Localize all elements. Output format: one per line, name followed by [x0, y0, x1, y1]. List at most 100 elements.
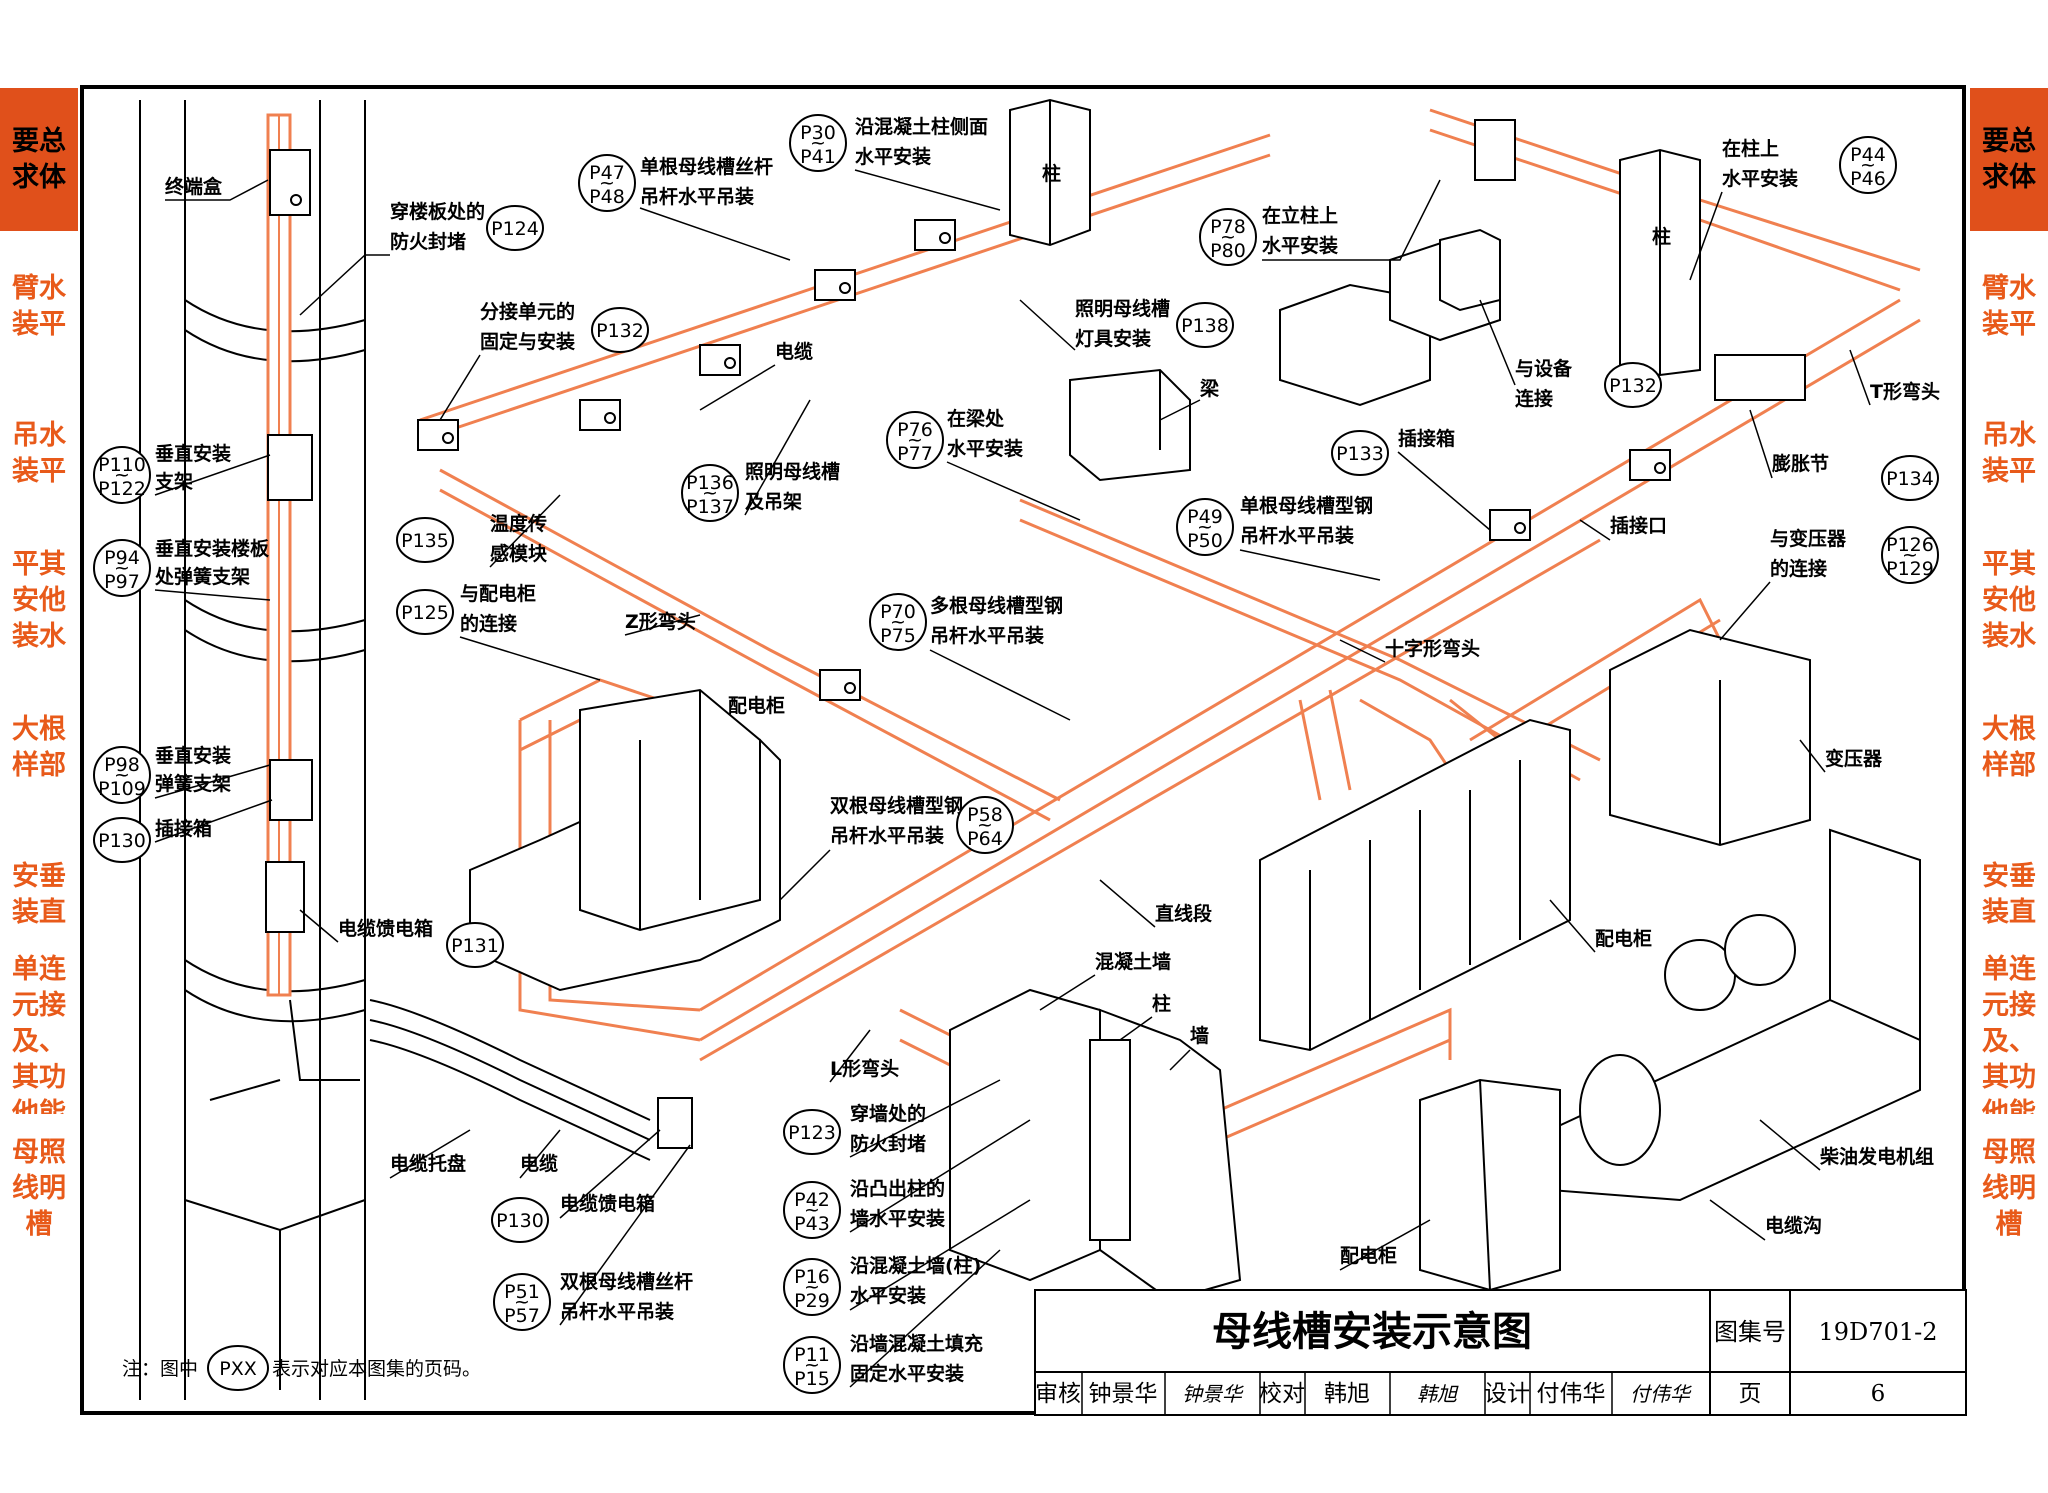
right-tab-7[interactable]: 单连 元接 及、 其功 他能	[1970, 954, 2048, 1129]
left-tab-8[interactable]: 母照 线明 槽	[0, 1114, 78, 1260]
label-vert-bracket-2: 支架	[154, 471, 193, 493]
page-ref-text: P97	[104, 571, 140, 593]
label-single-rod-2: 吊杆水平吊装	[640, 185, 754, 208]
page-ref-text: P126	[1886, 534, 1934, 556]
page-ref-text: P70	[880, 601, 916, 623]
label-dist-cabinet2: 配电柜	[1595, 927, 1652, 950]
label-vert-bracket-1: 垂直安装	[155, 442, 231, 465]
leader-lines	[154, 169, 1871, 1388]
left-tab-1[interactable]: 要总 求体	[0, 85, 78, 231]
label-light-fixture-1: 照明母线槽	[1075, 297, 1170, 320]
page-ref-text: P64	[967, 828, 1003, 850]
label-terminal-box: 终端盒	[165, 175, 223, 198]
range-tilde-icon: ~	[1220, 226, 1236, 248]
page-ref-text: P138	[1181, 315, 1229, 337]
right-tab-8[interactable]: 母照 线明 槽	[1970, 1114, 2048, 1260]
left-tab-3[interactable]: 吊水 装平	[0, 379, 78, 525]
left-tab-2[interactable]: 臂水 装平	[0, 232, 78, 378]
range-tilde-icon: ~	[977, 814, 993, 836]
title-block: 母线槽安装示意图 图集号 19D701-2 审核 钟景华 钟景华 校对 韩旭 韩…	[1034, 1289, 1967, 1416]
page-ref-text: P125	[401, 602, 449, 624]
label-column-side-1: 沿混凝土柱侧面	[855, 115, 988, 138]
label-concrete-col-1: 沿混凝土墙(柱)	[850, 1254, 981, 1277]
page-label: 页	[1739, 1381, 1762, 1407]
label-transformer: 变压器	[1825, 747, 1883, 770]
right-tab-label: 安垂 装直	[1982, 860, 2036, 928]
label-to-equip-2: 连接	[1515, 387, 1553, 410]
cable-feed-box-vertical	[265, 861, 305, 933]
page-ref-text: P78	[1210, 216, 1246, 238]
right-tab-3[interactable]: 吊水 装平	[1970, 379, 2048, 525]
label-light-fixture-2: 灯具安装	[1075, 327, 1151, 350]
page-ref-text: P15	[794, 1368, 830, 1390]
page-ref-text: P133	[1336, 443, 1384, 465]
range-tilde-icon: ~	[1197, 516, 1213, 538]
label-single-rod-1: 单根母线槽丝杆	[640, 155, 773, 178]
label-beam: 梁	[1199, 377, 1220, 400]
cable-tray	[289, 999, 651, 1161]
plug-box-right	[1489, 509, 1531, 541]
right-tab-4[interactable]: 平其 安他 装水	[1970, 526, 2048, 672]
left-tab-4[interactable]: 平其 安他 装水	[0, 526, 78, 672]
right-tab-2[interactable]: 臂水 装平	[1970, 232, 2048, 378]
page-ref-text: P136	[686, 472, 734, 494]
page-ref-text: P48	[589, 186, 625, 208]
label-split-unit-2: 固定与安装	[480, 330, 575, 353]
note-ref-text: PXX	[219, 1358, 257, 1380]
label-temp-sensor-2: 感模块	[490, 542, 548, 565]
label-infill-1: 沿墙混凝土填充	[850, 1332, 983, 1355]
generator	[1549, 828, 1921, 1202]
label-column3: 柱	[1652, 225, 1671, 248]
drawing-frame	[80, 85, 1966, 1415]
page-ref-text: P109	[98, 778, 146, 800]
label-dist-cabinet: 配电柜	[728, 694, 785, 717]
label-floor-spring-1: 垂直安装楼板	[155, 537, 270, 560]
page-ref-bubble: P135	[396, 517, 454, 563]
label-floor-spring-2: 处弹簧支架	[154, 565, 250, 588]
label-column-side-2: 水平安装	[855, 145, 931, 168]
dist-cabinet-row	[1259, 718, 1571, 1052]
left-chapter-tabs: 要总 求体臂水 装平吊水 装平平其 安他 装水大根 样部安垂 装直单连 元接 及…	[0, 85, 78, 1420]
page-ref-text: P16	[794, 1266, 830, 1288]
split-unit-box	[417, 419, 459, 451]
page-ref-bubble: P130	[93, 817, 151, 863]
page-ref-text: P94	[104, 547, 140, 569]
right-tab-label: 单连 元接 及、 其功 他能	[1982, 953, 2036, 1129]
label-protrude-col-2: 墙水平安装	[850, 1207, 945, 1230]
plug-box-mid	[819, 669, 861, 701]
left-tab-5[interactable]: 大根 样部	[0, 673, 78, 819]
label-expansion: 膨胀节	[1771, 452, 1829, 475]
designer-name: 付伟华	[1537, 1381, 1606, 1407]
page-ref-text: P77	[897, 443, 933, 465]
left-tab-7[interactable]: 单连 元接 及、 其功 他能	[0, 954, 78, 1129]
dist-cabinet-left	[469, 688, 781, 992]
right-tab-label: 要总 求体	[1982, 125, 2036, 193]
right-tab-6[interactable]: 安垂 装直	[1970, 820, 2048, 966]
label-multi-steel-2: 吊杆水平吊装	[930, 624, 1044, 647]
left-tab-label: 大根 样部	[12, 713, 66, 781]
page-ref-text: P80	[1210, 240, 1246, 262]
page-ref-text: P50	[1187, 530, 1223, 552]
page-ref-text: P58	[967, 804, 1003, 826]
right-chapter-tabs: 要总 求体臂水 装平吊水 装平平其 安他 装水大根 样部安垂 装直单连 元接 及…	[1970, 85, 2048, 1420]
label-light-hanger-2: 及吊架	[745, 491, 802, 513]
right-tab-1[interactable]: 要总 求体	[1970, 85, 2048, 231]
left-tab-6[interactable]: 安垂 装直	[0, 820, 78, 966]
cable-feed-box-floor	[657, 1097, 693, 1149]
label-cable-trench: 电缆沟	[1765, 1214, 1822, 1237]
label-wall-fire-2: 防火封堵	[850, 1132, 926, 1155]
label-single-steel-2: 吊杆水平吊装	[1240, 524, 1354, 547]
right-tab-5[interactable]: 大根 样部	[1970, 673, 2048, 819]
page-ref-bubble: P131	[446, 922, 504, 968]
page-ref-bubble: P138	[1176, 302, 1234, 348]
label-dual-steel-1: 双根母线槽型钢	[830, 794, 963, 817]
label-plug-box: 插接箱	[155, 817, 212, 840]
page-ref-text: P57	[504, 1305, 540, 1327]
dist-cabinet-bottom	[1419, 1078, 1561, 1292]
left-tab-label: 臂水 装平	[12, 272, 66, 340]
